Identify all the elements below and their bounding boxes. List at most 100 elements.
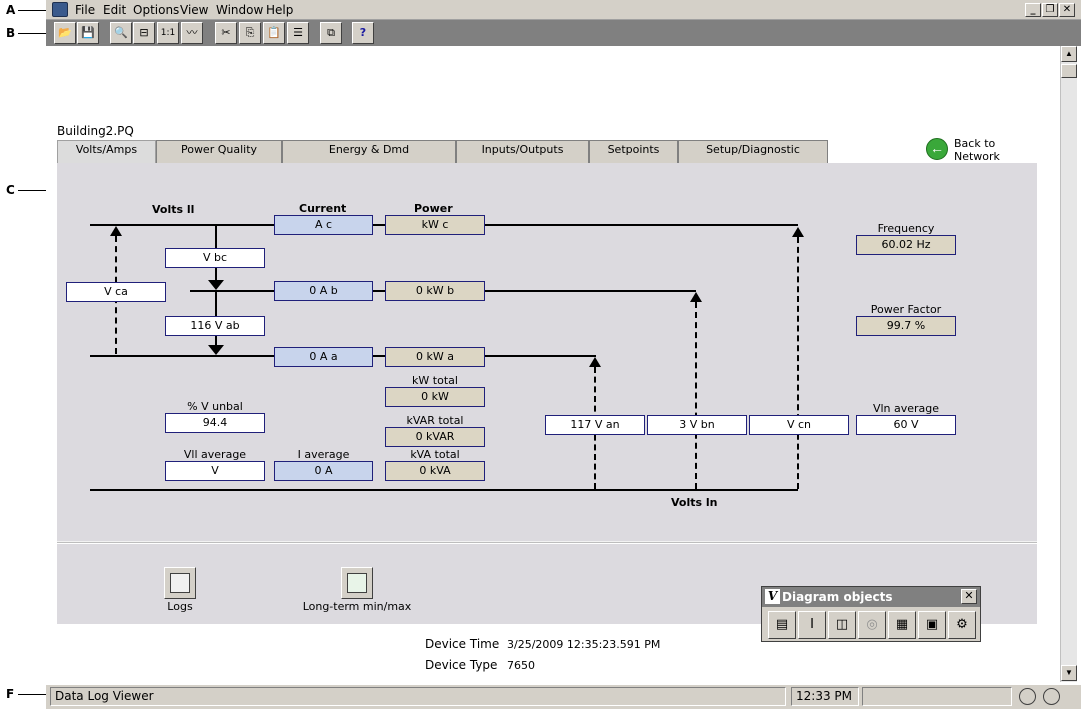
min-max-label[interactable]: Long-term min/max (302, 600, 412, 613)
volts-ln-label: Volts ln (671, 496, 718, 509)
frequency-label: Frequency (877, 222, 935, 235)
open-folder-icon[interactable]: 📂 (54, 22, 76, 44)
current-c-value: A c (274, 215, 373, 235)
status-clock: 12:33 PM (791, 687, 859, 706)
palette-title[interactable]: Diagram objects (762, 587, 980, 607)
restore-button[interactable]: ❐ (1042, 3, 1058, 17)
kw-total-label: kW total (412, 374, 458, 387)
scroll-down-icon[interactable]: ▼ (1061, 665, 1077, 681)
kvar-total-value: 0 kVAR (385, 427, 485, 447)
display-tool-icon[interactable]: ◫ (828, 611, 856, 639)
tab-setpoints[interactable]: Setpoints (589, 140, 678, 163)
menu-bar: File Edit Options View Window Help _ ❐ ✕ (46, 0, 1081, 20)
frequency-value: 60.02 Hz (856, 235, 956, 255)
device-type-value: 7650 (507, 659, 535, 672)
find-icon[interactable]: 🔍 (110, 22, 132, 44)
close-button[interactable]: ✕ (1059, 3, 1075, 17)
diagram-objects-palette: Diagram objects V ✕ ▤ I ◫ ◎ ▦ ▣ ⚙ (761, 586, 981, 642)
tab-energy-demand[interactable]: Energy & Dmd (282, 140, 456, 163)
tab-inputs-outputs[interactable]: Inputs/Outputs (456, 140, 589, 163)
logs-label[interactable]: Logs (167, 600, 193, 613)
tab-power-quality[interactable]: Power Quality (156, 140, 282, 163)
leader-c (18, 190, 54, 191)
v-unbal-value: 94.4 (165, 413, 265, 433)
power-factor-label: Power Factor (870, 303, 942, 316)
vll-average-value: V (165, 461, 265, 481)
menu-help[interactable]: Help (266, 3, 294, 17)
power-factor-value: 99.7 % (856, 316, 956, 336)
vab-arrow-down-icon (208, 345, 224, 355)
device-type-label: Device Type (425, 658, 498, 672)
scroll-thumb[interactable] (1061, 64, 1077, 78)
min-max-icon[interactable] (341, 567, 373, 599)
palette-close-icon[interactable]: ✕ (961, 589, 977, 604)
network-tool-icon[interactable]: ▣ (918, 611, 946, 639)
vbc-line-bottom (215, 267, 217, 281)
trend-chart-icon[interactable]: 〰 (181, 22, 203, 44)
app-icon[interactable] (52, 2, 68, 17)
palette-logo-icon: V (765, 589, 780, 604)
menu-window[interactable]: Window (216, 3, 264, 17)
kw-total-value: 0 kW (385, 387, 485, 407)
document-title: Building2.PQ (57, 124, 134, 138)
minimize-button[interactable]: _ (1025, 3, 1041, 17)
copy-icon[interactable]: ⎘ (239, 22, 261, 44)
status-led-2-icon (1043, 688, 1060, 705)
vll-average-label: Vll average (183, 448, 247, 461)
tab-volts-amps[interactable]: Volts/Amps (57, 140, 156, 164)
menu-view[interactable]: View (180, 3, 209, 17)
power-header: Power (414, 202, 453, 215)
back-arrow-icon[interactable]: ← (926, 138, 948, 160)
menu-options[interactable]: Options (133, 3, 180, 17)
toolbar: 📂 💾 🔍 ⊟ 1:1 〰 ✂ ⎘ 📋 ☰ ⧉ ? (46, 20, 1081, 46)
device-time-value: 3/25/2009 12:35:23.591 PM (507, 638, 661, 651)
logs-icon[interactable] (164, 567, 196, 599)
leader-a (18, 10, 48, 11)
cascade-windows-icon[interactable]: ⧉ (320, 22, 342, 44)
status-pane-empty (862, 687, 1012, 706)
vab-line-bottom (215, 334, 217, 346)
vcn-arrow-up-icon (792, 227, 804, 237)
status-bar: Data Log Viewer 12:33 PM (46, 684, 1081, 709)
action-tool-icon[interactable]: ⚙ (948, 611, 976, 639)
text-tool-icon[interactable]: I (798, 611, 826, 639)
menu-edit[interactable]: Edit (103, 3, 127, 17)
current-a-value: 0 A a (274, 347, 373, 367)
vcn-dashed-line (797, 237, 799, 489)
kva-total-label: kVA total (410, 448, 460, 461)
paste-icon[interactable]: 📋 (263, 22, 285, 44)
kvar-total-label: kVAR total (406, 414, 464, 427)
one-to-one-icon[interactable]: 1:1 (157, 22, 179, 44)
query-tool-icon[interactable]: ▦ (888, 611, 916, 639)
volts-ll-label: Volts ll (152, 203, 195, 216)
vab-line-top (215, 292, 217, 316)
save-icon[interactable]: 💾 (77, 22, 99, 44)
help-icon[interactable]: ? (352, 22, 374, 44)
fit-window-icon[interactable]: ⊟ (133, 22, 155, 44)
callout-b: B (6, 26, 16, 40)
grouping-tool-icon[interactable]: ▤ (768, 611, 796, 639)
current-b-value: 0 A b (274, 281, 373, 301)
menu-file[interactable]: File (75, 3, 96, 17)
back-to-network-link[interactable]: Back to Network (954, 137, 1000, 163)
kva-total-value: 0 kVA (385, 461, 485, 481)
current-header: Current (299, 202, 347, 215)
power-b-value: 0 kW b (385, 281, 485, 301)
vertical-scrollbar[interactable]: ▲ ▼ (1060, 46, 1077, 682)
callout-f: F (6, 687, 15, 701)
status-led-1-icon (1019, 688, 1036, 705)
disabled-tool-icon[interactable]: ◎ (858, 611, 886, 639)
v-ca-value: V ca (66, 282, 166, 302)
i-average-value: 0 A (274, 461, 373, 481)
tab-setup-diagnostic[interactable]: Setup/Diagnostic (678, 140, 828, 163)
cut-icon[interactable]: ✂ (215, 22, 237, 44)
callout-a: A (6, 3, 16, 17)
v-bn-value: 3 V bn (647, 415, 747, 435)
scroll-up-icon[interactable]: ▲ (1061, 46, 1077, 62)
tree-view-icon[interactable]: ☰ (287, 22, 309, 44)
neutral-line (90, 489, 798, 491)
v-an-value: 117 V an (545, 415, 645, 435)
vln-average-value: 60 V (856, 415, 956, 435)
vbn-dashed-line (695, 302, 697, 489)
leader-b (18, 33, 48, 34)
